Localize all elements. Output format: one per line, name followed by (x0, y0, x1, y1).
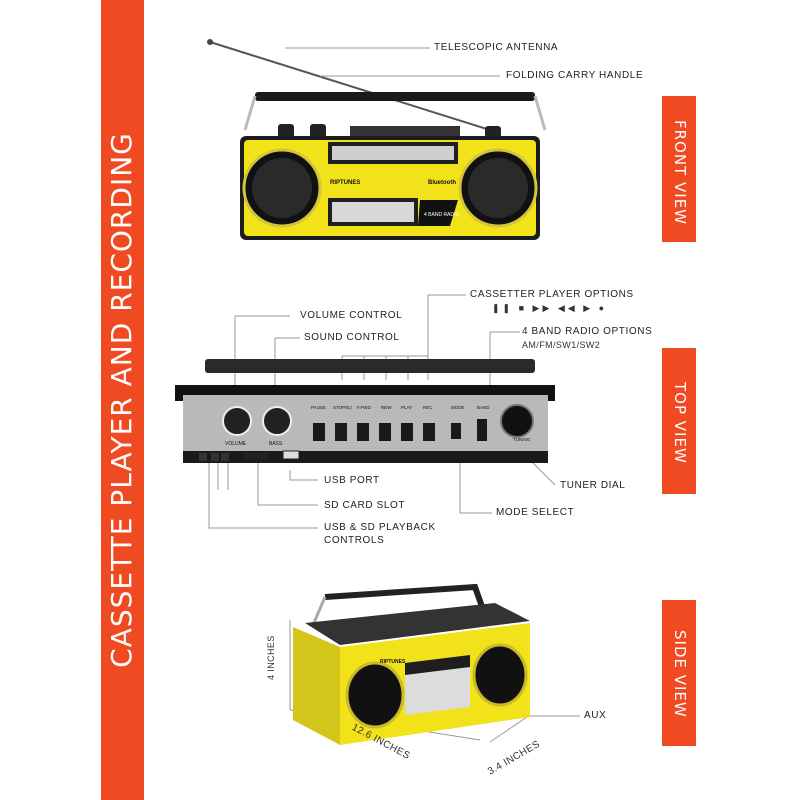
key-pause-text: PAUSE (311, 405, 326, 410)
left-title-banner (101, 0, 144, 800)
side-brand-text: RIPTUNES (380, 659, 406, 665)
usb-port-callout: USB PORT (324, 475, 380, 486)
mode-select-callout: MODE SELECT (496, 507, 575, 518)
front-view-boombox: RIPTUNES Bluetooth 4 BAND RADIO (207, 39, 547, 240)
sound-control-callout: SOUND CONTROL (304, 332, 400, 343)
radio-options-callout: 4 BAND RADIO OPTIONS (522, 326, 653, 337)
front-view-tab (662, 96, 696, 242)
bass-knob-text: BASS (269, 441, 283, 447)
height-dimension: 4 INCHES (266, 635, 276, 680)
radio-bands-text: AM/FM/SW1/SW2 (522, 340, 601, 350)
antenna-callout: TELESCOPIC ANTENNA (434, 42, 559, 53)
cassette-options-callout: CASSETTER PLAYER OPTIONS (470, 289, 634, 300)
cassette-icons: ❚❚ ■ ▶▶ ◀◀ ▶ ● (492, 303, 608, 313)
tuning-text: TUNING (513, 437, 531, 442)
front-bluetooth-text: Bluetooth (428, 180, 456, 186)
top-view-tab (662, 348, 696, 494)
playback-controls-callout: USB & SD PLAYBACK (324, 522, 436, 533)
key-stop-text: STOP/EJ (333, 405, 352, 410)
handle-callout: FOLDING CARRY HANDLE (506, 70, 644, 81)
tuner-dial-callout: TUNER DIAL (560, 480, 626, 491)
volume-knob-text: VOLUME (225, 441, 247, 447)
sd-card-callout: SD CARD SLOT (324, 500, 406, 511)
volume-control-callout: VOLUME CONTROL (300, 310, 403, 321)
top-view-boombox: VOLUME BASS PAUSE STOP/EJ F.FWD REW PLAY… (175, 359, 555, 463)
mode-switch-text: MODE (451, 405, 465, 410)
key-rec-text: REC (423, 405, 433, 410)
key-ffwd-text: F.FWD (357, 405, 371, 410)
side-view-boombox: RIPTUNES (293, 583, 530, 745)
front-radio-text: 4 BAND RADIO (424, 212, 459, 218)
band-switch-text: BAND (477, 405, 490, 410)
front-brand-text: RIPTUNES (330, 180, 360, 186)
key-rew-text: REW (381, 405, 392, 410)
aux-callout: AUX (584, 710, 607, 721)
key-play-text: PLAY (401, 405, 412, 410)
playback-controls-callout-line2: CONTROLS (324, 535, 385, 546)
side-view-tab (662, 600, 696, 746)
